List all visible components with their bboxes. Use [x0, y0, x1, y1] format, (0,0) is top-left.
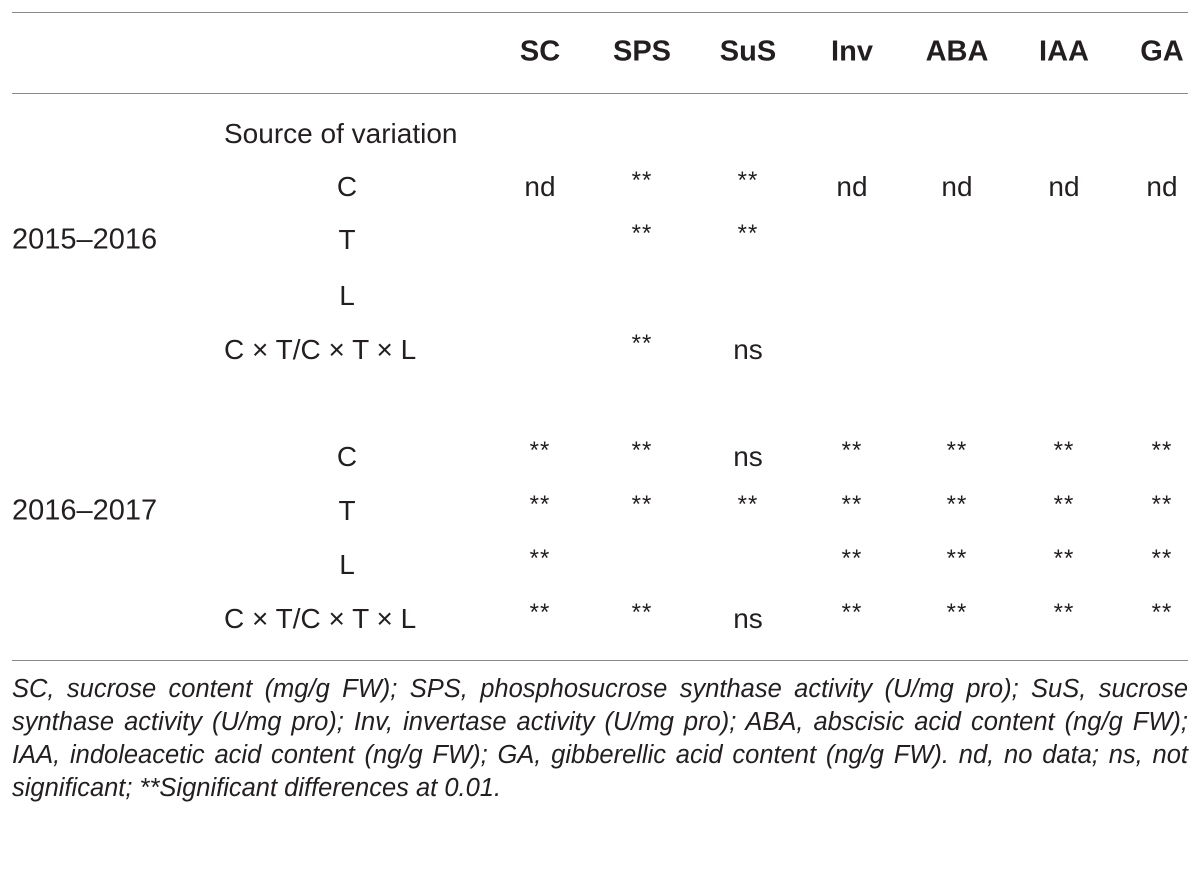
year-label-2016-2017: 2016–2017 — [12, 494, 158, 527]
factor-label: L — [339, 549, 355, 580]
header-rule — [12, 93, 1188, 94]
bottom-rule — [12, 660, 1188, 661]
table-cell: ** — [1053, 491, 1075, 518]
table-cell: nd — [524, 171, 556, 202]
table-cell: ** — [946, 599, 968, 626]
factor-label: L — [339, 280, 355, 311]
table-cell: ns — [733, 603, 763, 634]
table-cell: ns — [733, 441, 763, 472]
column-header-iaa: IAA — [1039, 35, 1089, 68]
table-cell: ** — [737, 220, 759, 247]
table-cell: ** — [529, 545, 551, 572]
table-cell: nd — [836, 171, 868, 202]
factor-label: C × T/C × T × L — [224, 334, 417, 365]
table-cell: ** — [1151, 491, 1173, 518]
table-cell: nd — [1048, 171, 1080, 202]
source-of-variation-label: Source of variation — [224, 118, 458, 149]
factor-label: C × T/C × T × L — [224, 603, 417, 634]
column-header-ga: GA — [1140, 35, 1184, 68]
column-header-sps: SPS — [612, 35, 672, 68]
table-cell: ** — [841, 545, 863, 572]
factor-label: T — [338, 495, 356, 526]
table-cell: ** — [1151, 599, 1173, 626]
table-cell: ** — [529, 437, 551, 464]
table-cell: ** — [631, 599, 653, 626]
table-cell: ** — [1053, 437, 1075, 464]
table-cell: ** — [737, 491, 759, 518]
table-cell: ** — [946, 545, 968, 572]
column-header-inv: Inv — [831, 35, 873, 68]
table-cell: ** — [631, 220, 653, 247]
table-cell: ** — [1151, 437, 1173, 464]
table-cell: ** — [529, 491, 551, 518]
table-cell: ** — [841, 599, 863, 626]
column-header-aba: ABA — [925, 35, 989, 68]
table-cell: ** — [631, 167, 653, 194]
table-cell: nd — [1146, 171, 1178, 202]
table-cell: ** — [529, 599, 551, 626]
table-footnote: SC, sucrose content (mg/g FW); SPS, phos… — [12, 675, 1188, 802]
factor-label: C — [336, 171, 358, 202]
factor-label: C — [336, 441, 358, 472]
table-cell: ** — [737, 167, 759, 194]
table-cell: ** — [1151, 545, 1173, 572]
table-cell: ** — [631, 491, 653, 518]
table-cell: ** — [946, 491, 968, 518]
column-header-sus: SuS — [719, 35, 777, 68]
top-rule — [12, 12, 1188, 13]
table-cell: ** — [946, 437, 968, 464]
table-cell: ** — [631, 437, 653, 464]
table-cell: nd — [941, 171, 973, 202]
table-cell: ** — [1053, 599, 1075, 626]
table-cell: ** — [841, 491, 863, 518]
table-cell: ** — [631, 330, 653, 357]
column-header-sc: SC — [519, 35, 561, 68]
year-label-2015-2016: 2015–2016 — [12, 223, 158, 256]
table-cell: ns — [733, 334, 763, 365]
factor-label: T — [338, 224, 356, 255]
table-cell: ** — [1053, 545, 1075, 572]
table-cell: ** — [841, 437, 863, 464]
